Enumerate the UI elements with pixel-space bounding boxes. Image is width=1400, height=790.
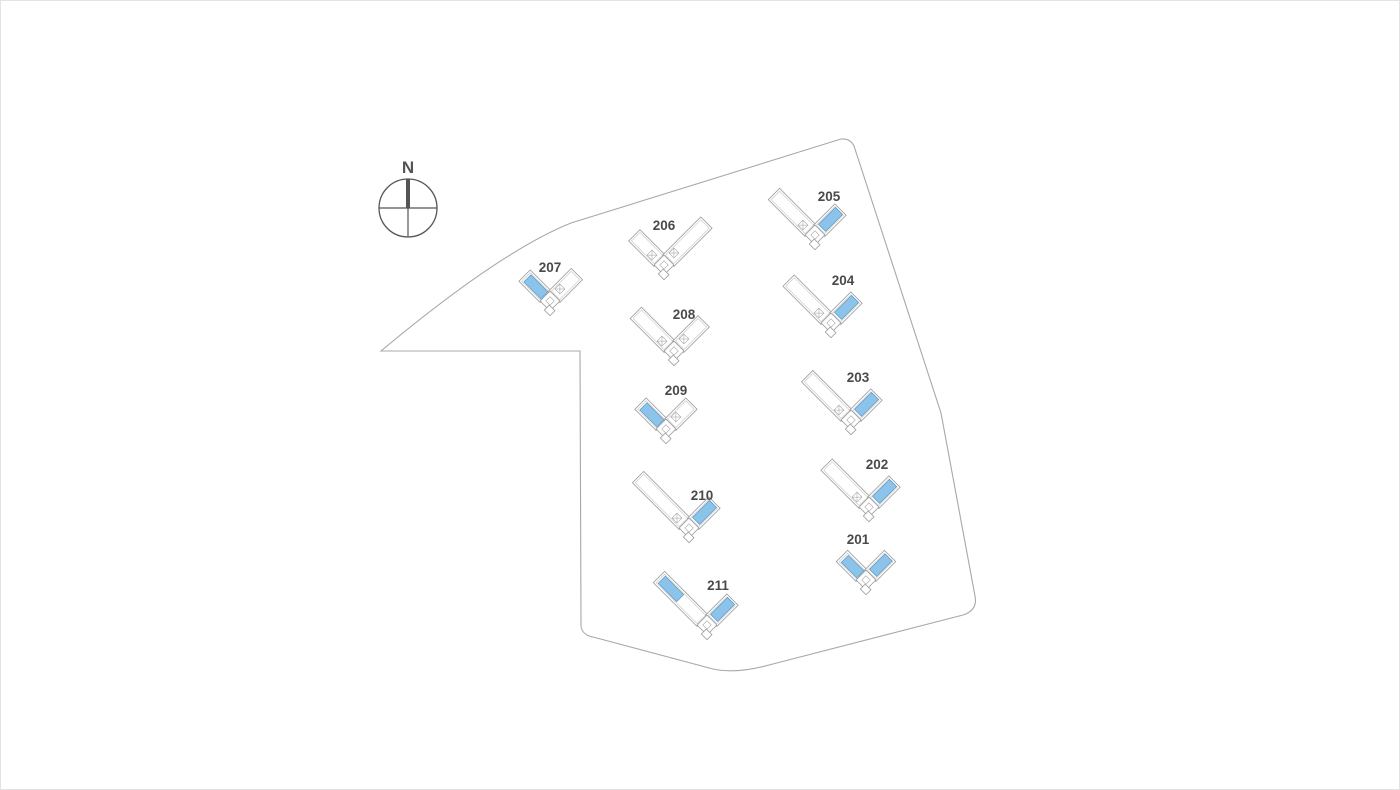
building-203-plan [800,369,883,436]
building-211-plan [652,570,739,641]
building-202-plan [820,458,901,523]
building-202-right-wing [867,475,901,509]
building-201-core [855,569,877,596]
building-208-left-wing [629,306,676,353]
building-204-label: 204 [832,273,855,288]
building-211-core [696,614,718,641]
building-202-core [858,496,880,523]
building-207-right-wing [548,267,584,303]
building-204-left-wing [782,274,833,325]
building-207-left-wing [518,269,552,303]
building-208-core [663,340,685,367]
building-201-plan [835,549,897,596]
building-208-right-wing [672,315,710,353]
building-201[interactable]: 201 [835,532,897,596]
building-210-left-wing [631,470,691,530]
building-207[interactable]: 207 [518,260,584,317]
building-208-plan [629,306,710,367]
building-201-right-wing [864,549,897,582]
building-203-left-wing [800,369,853,422]
compass-icon: N [378,158,438,238]
building-203[interactable]: 203 [800,369,883,436]
building-205[interactable]: 205 [767,187,847,251]
building-211-left-wing [652,570,709,627]
building-207-core [539,290,561,317]
building-207-label: 207 [539,260,562,275]
building-206-label: 206 [653,218,676,233]
building-205-core [804,224,826,251]
building-202[interactable]: 202 [820,457,901,523]
building-207-plan [518,267,584,317]
building-206-plan [628,216,713,281]
building-204[interactable]: 204 [782,273,863,339]
building-209-label: 209 [665,383,688,398]
building-209-core [655,418,677,445]
building-208[interactable]: 208 [629,306,710,367]
building-210-core [678,517,700,544]
building-204-plan [782,274,863,339]
building-202-label: 202 [866,457,889,472]
building-210[interactable]: 210 [631,470,721,544]
building-210-label: 210 [691,488,714,503]
building-209-left-wing [634,397,668,431]
building-201-label: 201 [847,532,870,547]
building-205-right-wing [813,203,847,237]
building-205-plan [767,187,847,251]
building-206-core [653,254,675,281]
site-boundary [379,138,977,672]
building-208-label: 208 [673,307,696,322]
building-210-plan [631,470,721,544]
building-211-label: 211 [707,578,729,593]
building-211[interactable]: 211 [652,570,739,641]
building-202-left-wing [820,458,871,509]
north-label: N [402,158,414,177]
building-210-right-wing [687,496,721,530]
building-205-label: 205 [818,189,841,204]
building-203-core [840,409,862,436]
building-209-plan [634,397,698,445]
building-205-left-wing [767,187,817,237]
building-203-label: 203 [847,370,870,385]
building-206[interactable]: 206 [628,216,713,281]
building-203-right-wing [849,388,883,422]
building-204-core [820,312,842,339]
building-209[interactable]: 209 [634,383,698,445]
